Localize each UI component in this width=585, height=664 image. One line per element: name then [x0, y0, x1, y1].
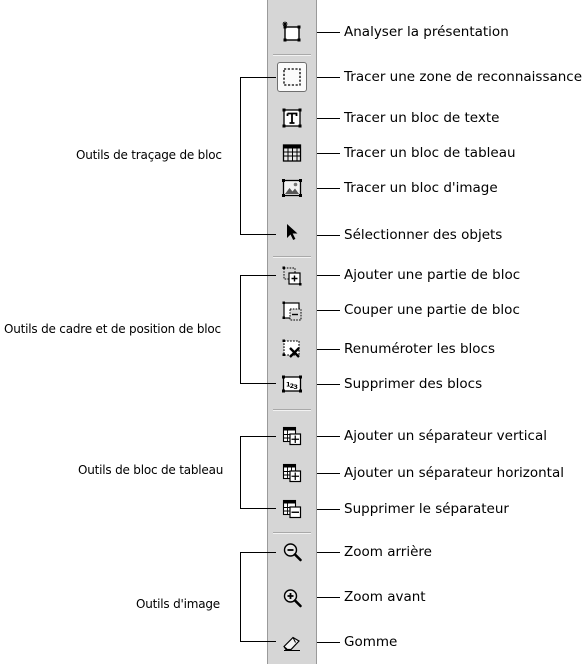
- delete-blocks-tool[interactable]: [277, 334, 307, 364]
- tool-label-renumber-blocks: Renuméroter les blocs: [344, 341, 496, 357]
- zoom-in-tool[interactable]: [277, 583, 307, 613]
- connector-line: [317, 597, 340, 598]
- tool-label-recognition-area: Tracer une zone de reconnaissance: [344, 69, 583, 85]
- tool-label-zoom-out: Zoom arrière: [344, 544, 432, 560]
- connector-line: [317, 77, 340, 78]
- renumber-blocks-icon: 1 2 3: [282, 375, 302, 393]
- tool-label-text-block: Tracer un bloc de texte: [344, 110, 500, 126]
- zoom-out-tool[interactable]: [277, 537, 307, 567]
- connector-line: [317, 642, 340, 643]
- connector-line: [317, 473, 340, 474]
- group-bracket-table-block: [240, 436, 276, 509]
- connector-line: [317, 349, 340, 350]
- horizontal-separator-tool[interactable]: [277, 458, 307, 488]
- svg-text:1: 1: [286, 381, 291, 389]
- text-block-icon: [282, 108, 302, 128]
- connector-line: [317, 509, 340, 510]
- picture-block-tool[interactable]: [277, 173, 307, 203]
- group-label-image: Outils d'image: [136, 597, 220, 611]
- analyze-layout-icon: [282, 21, 301, 42]
- tool-label-vertical-separator: Ajouter un séparateur vertical: [344, 428, 547, 444]
- cut-block-part-icon: [282, 301, 302, 321]
- vertical-separator-icon: [282, 426, 302, 446]
- cut-block-part-tool[interactable]: [277, 296, 307, 326]
- eraser-icon: [283, 636, 300, 651]
- group-label-table-block: Outils de bloc de tableau: [78, 463, 224, 477]
- zoom-in-icon: [283, 589, 302, 608]
- add-block-part-tool[interactable]: [277, 261, 307, 291]
- svg-text:2: 2: [290, 382, 295, 390]
- tool-label-delete-blocks: Supprimer des blocs: [344, 376, 483, 392]
- connector-line: [317, 275, 340, 276]
- group-bracket-image: [240, 552, 276, 642]
- tool-label-picture-block: Tracer un bloc d'image: [344, 180, 498, 196]
- analyze-layout-tool[interactable]: [277, 17, 307, 47]
- select-arrow-icon: [287, 224, 298, 240]
- group-label-block-drawing: Outils de traçage de bloc: [76, 148, 222, 162]
- tool-label-horizontal-separator: Ajouter un séparateur horizontal: [344, 465, 564, 481]
- tool-label-eraser: Gomme: [344, 634, 398, 650]
- recognition-area-tool[interactable]: [277, 62, 307, 92]
- tool-label-remove-separator: Supprimer le séparateur: [344, 501, 509, 517]
- toolbar-separator: [273, 409, 311, 411]
- renumber-blocks-tool[interactable]: 1 2 3: [277, 369, 307, 399]
- eraser-tool[interactable]: [277, 627, 307, 657]
- connector-line: [317, 188, 340, 189]
- delete-blocks-icon: [282, 339, 300, 358]
- recognition-area-icon: [283, 68, 301, 86]
- connector-line: [317, 32, 340, 33]
- select-objects-tool[interactable]: [277, 217, 307, 247]
- connector-line: [317, 436, 340, 437]
- vertical-separator-tool[interactable]: [277, 421, 307, 451]
- add-block-part-icon: [282, 266, 302, 286]
- toolbar-separator: [273, 256, 311, 258]
- tool-label-table-block: Tracer un bloc de tableau: [344, 145, 516, 161]
- table-block-icon: [282, 144, 302, 162]
- group-label-frame-position: Outils de cadre et de position de bloc: [4, 322, 221, 336]
- svg-text:3: 3: [293, 383, 298, 391]
- tool-label-analyze-layout: Analyser la présentation: [344, 24, 509, 40]
- tool-label-select-objects: Sélectionner des objets: [344, 227, 503, 243]
- remove-separator-tool[interactable]: [277, 494, 307, 524]
- connector-line: [317, 235, 340, 236]
- table-block-tool[interactable]: [277, 138, 307, 168]
- tool-label-zoom-in: Zoom avant: [344, 589, 426, 605]
- picture-block-icon: [282, 179, 302, 197]
- text-block-tool[interactable]: [277, 103, 307, 133]
- tool-label-add-block-part: Ajouter une partie de bloc: [344, 267, 521, 283]
- connector-line: [317, 153, 340, 154]
- zoom-out-icon: [283, 543, 302, 562]
- group-bracket-frame-position: [240, 275, 276, 384]
- group-bracket-block-drawing: [240, 77, 276, 235]
- horizontal-separator-icon: [282, 463, 302, 483]
- toolbar-separator: [273, 532, 311, 534]
- tool-label-cut-block-part: Couper une partie de bloc: [344, 302, 520, 318]
- connector-line: [317, 118, 340, 119]
- toolbar-separator: [273, 54, 311, 56]
- connector-line: [317, 310, 340, 311]
- remove-separator-icon: [282, 499, 302, 519]
- connector-line: [317, 552, 340, 553]
- connector-line: [317, 384, 340, 385]
